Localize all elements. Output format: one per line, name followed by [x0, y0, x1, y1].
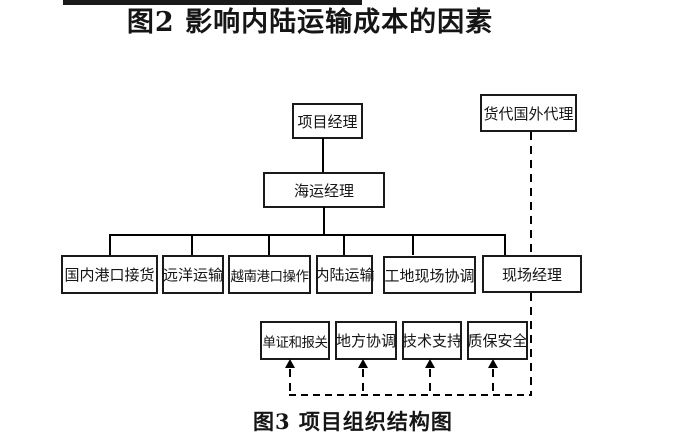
connector-drop-site-coordination — [412, 235, 414, 255]
up-arrowhead-icon — [358, 359, 368, 368]
up-arrowhead-icon — [488, 359, 498, 368]
node-project-manager: 项目经理 — [292, 103, 363, 139]
figure2-top-rule — [63, 0, 362, 5]
node-freight-foreign-agent: 货代国外代理 — [480, 94, 577, 132]
figure3-caption: 图3 项目组织结构图 — [253, 409, 453, 434]
dashed-riser-qa-safety — [492, 369, 494, 394]
connector-bus-horizontal — [109, 234, 506, 236]
connector-shippingmanager-bus — [323, 207, 325, 235]
dashed-connector-bottom-horizontal — [289, 394, 532, 396]
node-technical-support: 技术支持 — [402, 321, 462, 360]
dashed-riser-local-coordination — [362, 369, 364, 394]
dashed-connector-sitemanager-down — [530, 293, 532, 396]
node-domestic-port-pickup: 国内港口接货 — [61, 255, 158, 294]
up-arrowhead-icon — [425, 359, 435, 368]
figure2-caption: 图2 影响内陆运输成本的因素 — [126, 7, 494, 38]
node-inland-transport: 内陆运输 — [315, 255, 375, 294]
connector-drop-vietnam-port — [268, 235, 270, 255]
connector-drop-ocean-transport — [191, 235, 193, 255]
node-documentation-customs: 单证和报关 — [260, 321, 330, 360]
connector-drop-site-manager — [504, 235, 506, 255]
node-shipping-manager: 海运经理 — [263, 172, 385, 208]
connector-drop-domestic-port — [109, 235, 111, 255]
dashed-riser-documentation — [289, 369, 291, 394]
node-qa-safety: 质保安全 — [467, 321, 528, 360]
dashed-connector-agent-sitemanager — [530, 132, 532, 255]
node-local-coordination: 地方协调 — [335, 321, 397, 360]
node-site-field-coordination: 工地现场协调 — [383, 256, 476, 294]
connector-projectmanager-shippingmanager — [322, 138, 324, 172]
up-arrowhead-icon — [285, 359, 295, 368]
node-ocean-transport: 远洋运输 — [162, 255, 224, 294]
node-vietnam-port-operations: 越南港口操作 — [228, 255, 311, 294]
dashed-riser-technical-support — [429, 369, 431, 394]
node-site-manager: 现场经理 — [482, 255, 582, 293]
connector-drop-inland-transport — [343, 235, 345, 255]
